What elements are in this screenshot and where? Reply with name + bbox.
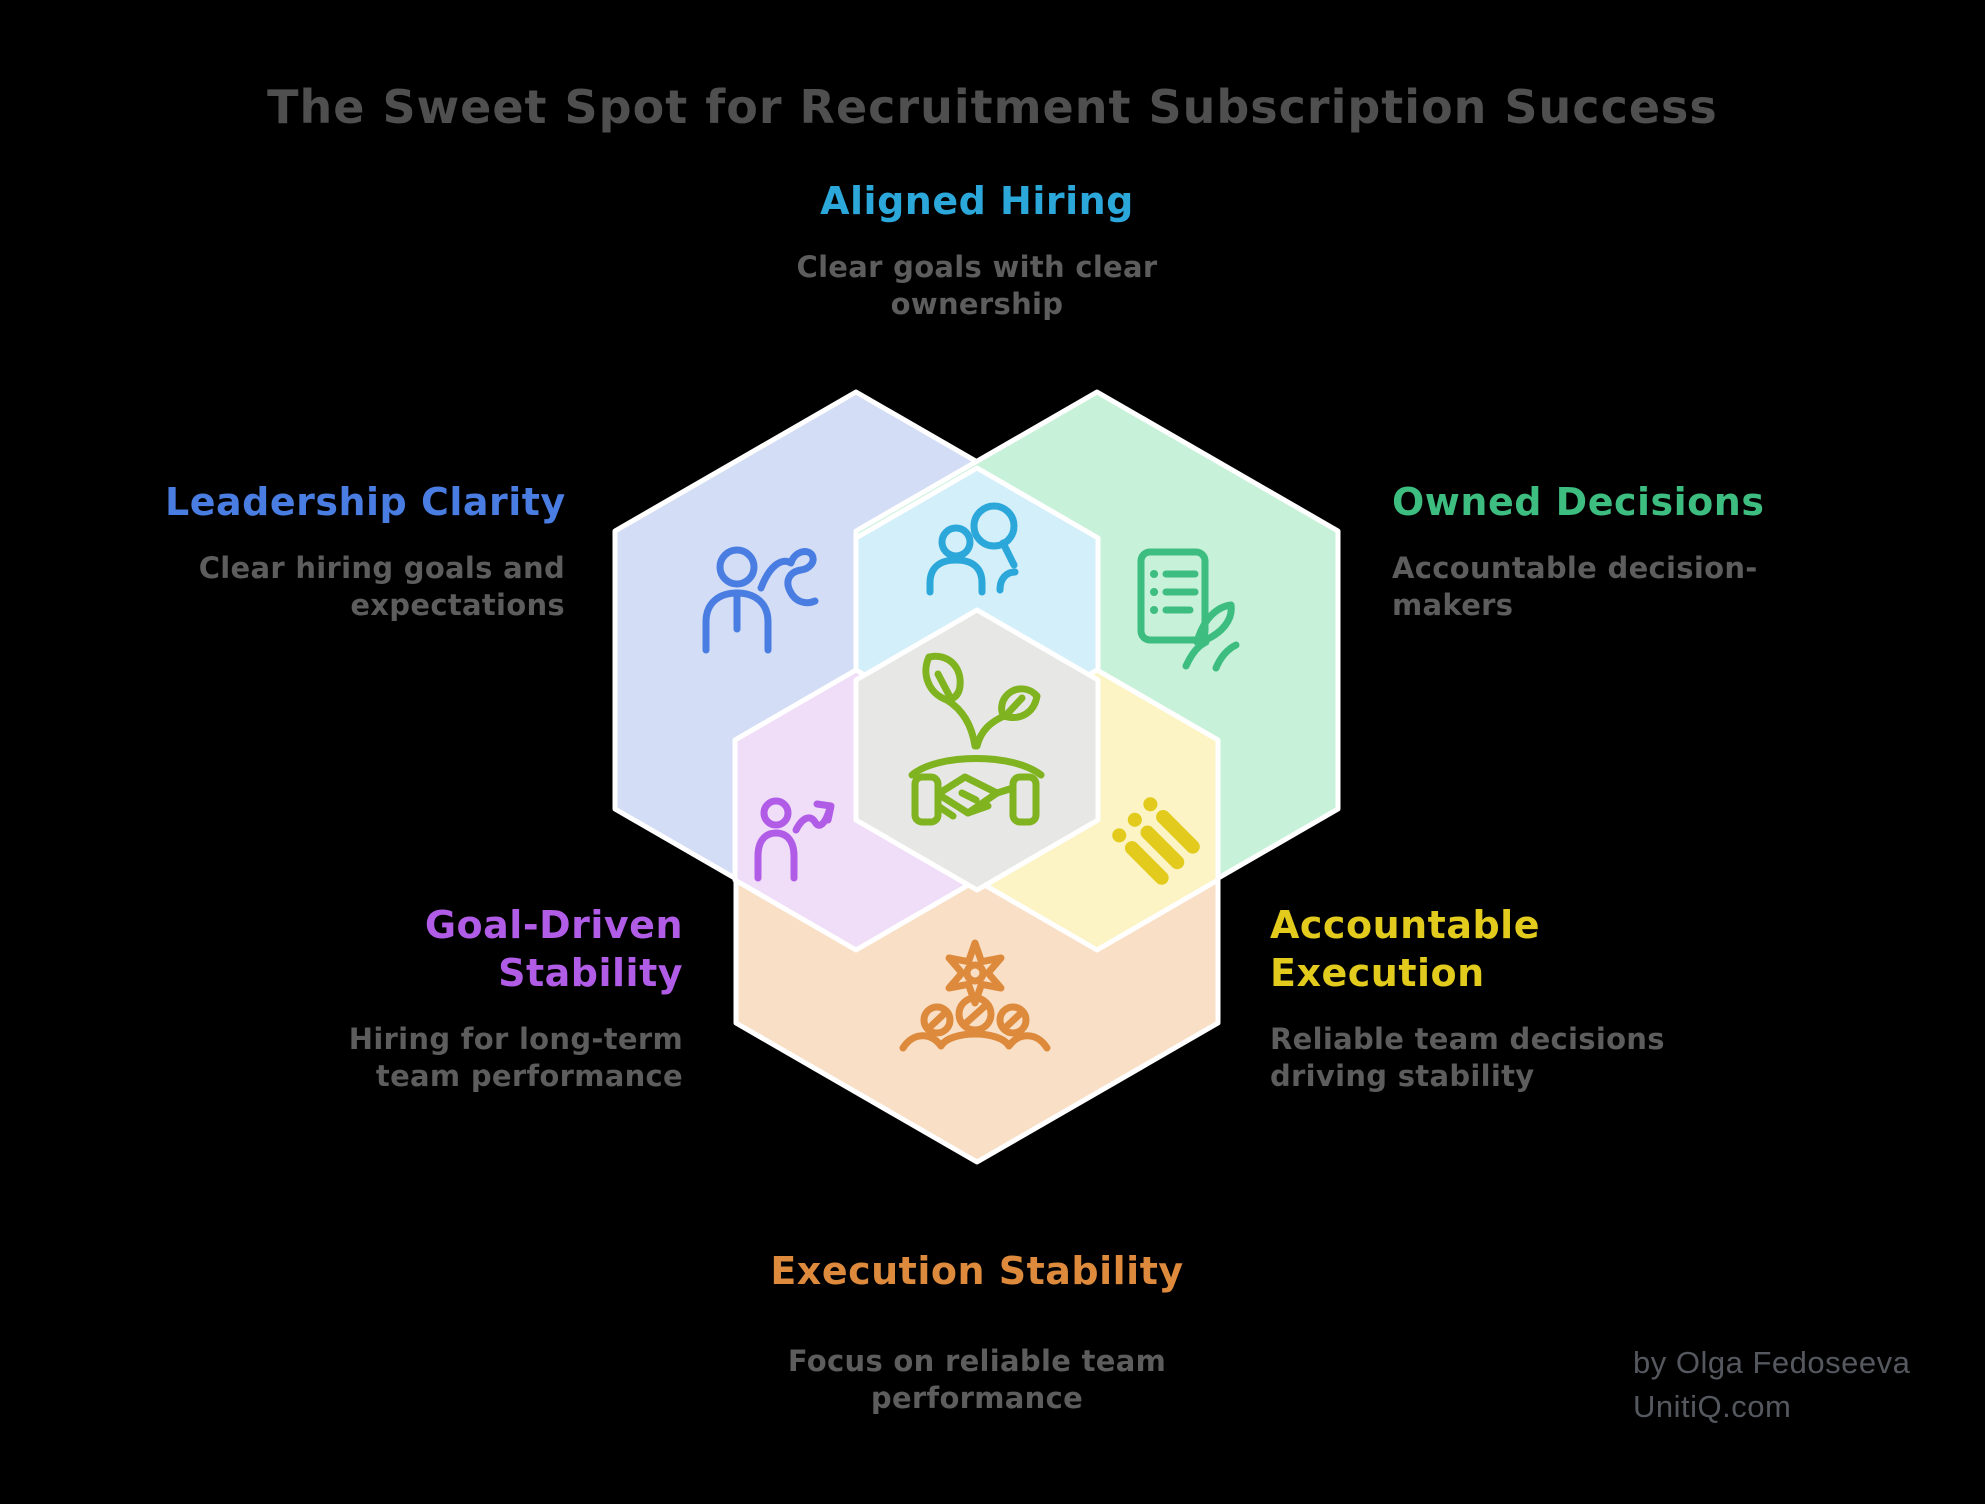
document-signing-icon (1137, 548, 1240, 672)
author-name: by Olga Fedoseeva (1633, 1345, 1911, 1380)
label-accountable-execution: Accountable Execution Reliable team deci… (1270, 901, 1700, 1095)
region-description: Focus on reliable team performance (787, 1344, 1167, 1415)
growth-handshake-icon (908, 652, 1045, 826)
person-presenting-icon (702, 546, 819, 654)
region-description: Clear goals with clear ownership (796, 250, 1158, 321)
region-description: Accountable decision-makers (1392, 551, 1758, 622)
label-goal-driven-stability: Goal-Driven Stability Hiring for long-te… (283, 901, 683, 1095)
people-search-icon (926, 502, 1019, 596)
label-aligned-hiring: Aligned Hiring Clear goals with clear ow… (527, 177, 1427, 323)
checklist-icon (1112, 797, 1200, 885)
gear-team-icon (899, 939, 1051, 1052)
label-execution-stability: Execution Stability Focus on reliable te… (527, 1247, 1427, 1417)
region-title: Aligned Hiring (820, 179, 1134, 223)
region-description: Hiring for long-term team performance (348, 1022, 683, 1093)
page-title: The Sweet Spot for Recruitment Subscript… (267, 80, 1718, 134)
label-leadership-clarity: Leadership Clarity Clear hiring goals an… (165, 478, 565, 624)
region-title: Goal-Driven Stability (424, 903, 683, 995)
label-owned-decisions: Owned Decisions Accountable decision-mak… (1392, 478, 1822, 624)
person-growth-arrow-icon (754, 797, 835, 882)
region-title: Leadership Clarity (165, 480, 566, 524)
author-site: UnitiQ.com (1633, 1389, 1792, 1424)
region-description: Clear hiring goals and expectations (198, 551, 565, 622)
author-credit: by Olga Fedoseeva UnitiQ.com (1633, 1341, 1910, 1429)
region-title: Execution Stability (770, 1249, 1184, 1293)
region-title: Owned Decisions (1392, 480, 1765, 524)
region-title: Accountable Execution (1270, 903, 1540, 995)
region-description: Reliable team decisions driving stabilit… (1270, 1022, 1665, 1093)
